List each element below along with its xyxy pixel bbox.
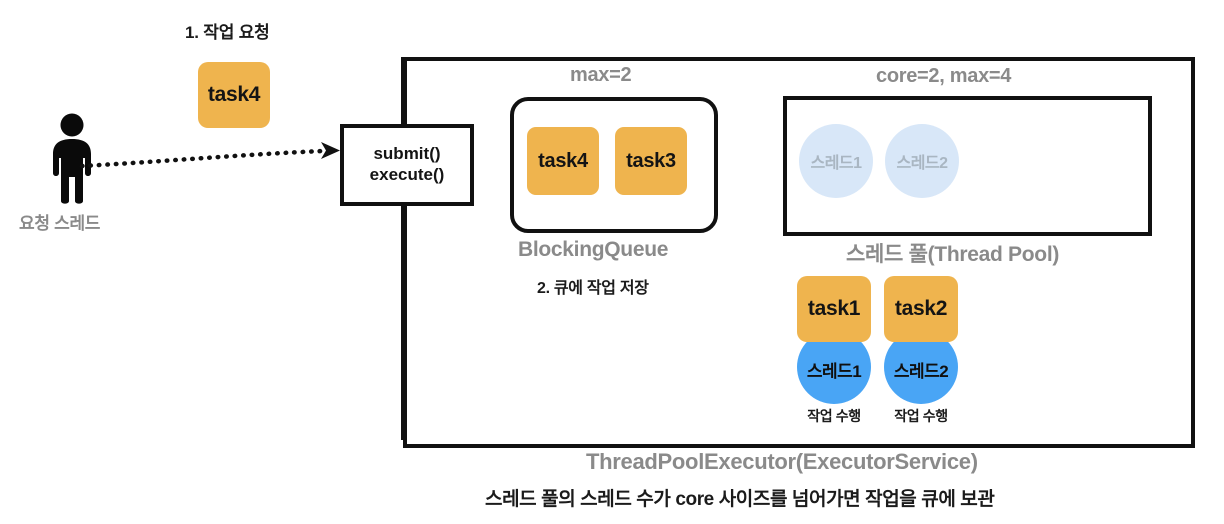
- queue-task-1: task3: [615, 127, 687, 195]
- queue-task-1-label: task3: [626, 149, 676, 172]
- active-thread-0: 스레드1: [797, 330, 871, 404]
- executor-note: 스레드 풀의 스레드 수가 core 사이즈를 넘어가면 작업을 큐에 보관: [485, 489, 995, 510]
- thread-pool-frame: [783, 96, 1152, 236]
- queue-task-0-label: task4: [538, 149, 588, 172]
- idle-thread-0-label: 스레드1: [810, 155, 862, 172]
- idle-thread-1-label: 스레드2: [896, 155, 948, 172]
- running-caption-1: 작업 수행: [894, 408, 948, 424]
- running-task-0-label: task1: [807, 297, 861, 320]
- running-task-1-label: task2: [894, 297, 948, 320]
- queue-param-label: max=2: [570, 64, 632, 86]
- active-thread-1-label: 스레드2: [893, 361, 949, 381]
- actor-label: 요청 스레드: [19, 214, 101, 233]
- step-1-label: 1. 작업 요청: [185, 23, 270, 42]
- executor-edge-lower: [401, 198, 407, 440]
- executor-edge-upper: [401, 57, 407, 125]
- submit-label: submit(): [373, 144, 441, 164]
- request-arrow: [78, 138, 348, 182]
- execute-label: execute(): [369, 165, 445, 184]
- incoming-task-label: task4: [207, 83, 261, 106]
- running-task-0: task1: [797, 276, 871, 342]
- incoming-task-box: task4: [198, 62, 270, 128]
- running-task-1: task2: [884, 276, 958, 342]
- active-thread-0-label: 스레드1: [806, 361, 862, 381]
- pool-param-label: core=2, max=4: [876, 65, 1012, 87]
- queue-task-0: task4: [527, 127, 599, 195]
- running-caption-0: 작업 수행: [807, 408, 861, 424]
- step-2-label: 2. 큐에 작업 저장: [537, 280, 649, 297]
- active-thread-1: 스레드2: [884, 330, 958, 404]
- executor-title: ThreadPoolExecutor(ExecutorService): [586, 449, 978, 474]
- submit-execute-box[interactable]: submit() execute(): [340, 124, 474, 206]
- thread-pool-caption: 스레드 풀(Thread Pool): [846, 243, 1060, 266]
- idle-thread-0: 스레드1: [799, 124, 873, 198]
- blocking-queue-caption: BlockingQueue: [518, 238, 669, 261]
- idle-thread-1: 스레드2: [885, 124, 959, 198]
- person-icon: [40, 113, 104, 205]
